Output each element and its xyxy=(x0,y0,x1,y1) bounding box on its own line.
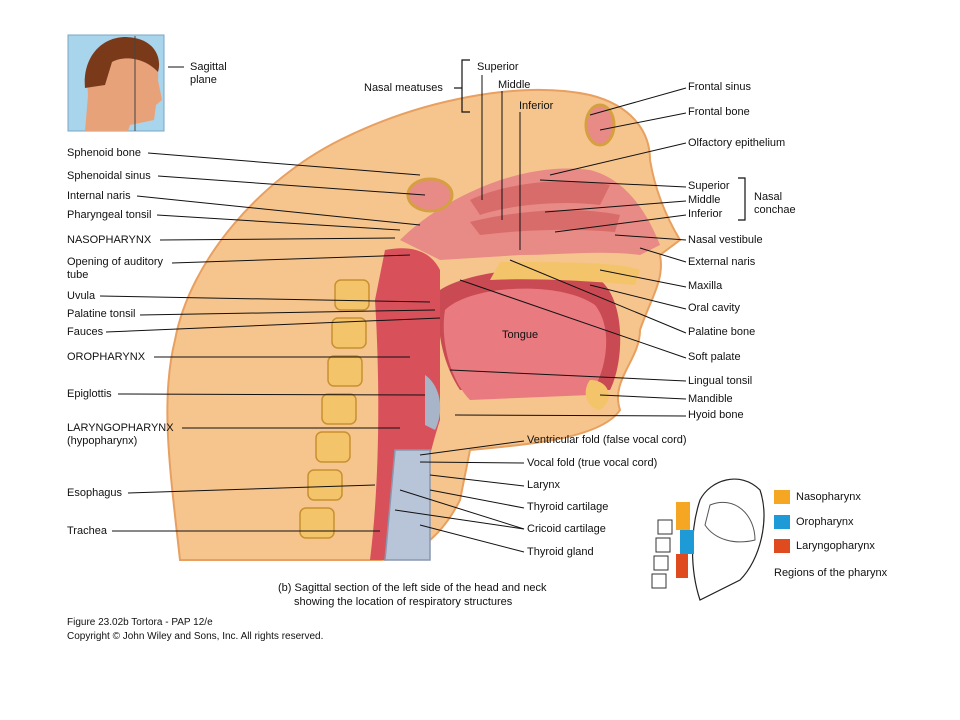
leader-lines xyxy=(99,66,687,553)
legend-title: Regions of the pharynx xyxy=(774,567,888,579)
label-superior-meatus: Superior xyxy=(477,61,519,73)
label-nasopharynx: NASOPHARYNX xyxy=(67,234,152,246)
copyright-notice: Copyright © John Wiley and Sons, Inc. Al… xyxy=(67,631,324,642)
sphenoidal-sinus xyxy=(406,177,454,213)
label-internal-naris: Internal naris xyxy=(67,190,131,202)
label-nasal-conchae-2: conchae xyxy=(754,204,796,216)
label-ventricular-fold: Ventricular fold (false vocal cord) xyxy=(527,434,687,446)
label-lingual-tonsil: Lingual tonsil xyxy=(688,375,753,387)
label-middle-meatus: Middle xyxy=(498,79,531,91)
label-inferior-concha: Inferior xyxy=(688,208,723,220)
trachea xyxy=(384,449,431,561)
figure-caption-line2: showing the location of respiratory stru… xyxy=(294,596,513,608)
label-nasal-vestibule: Nasal vestibule xyxy=(688,234,763,246)
label-opening-auditory-1: Opening of auditory xyxy=(67,256,164,268)
label-laryngopharynx-2: (hypopharynx) xyxy=(67,435,138,447)
label-epiglottis: Epiglottis xyxy=(67,388,112,400)
sagittal-portrait xyxy=(67,34,165,132)
label-esophagus: Esophagus xyxy=(67,487,123,499)
label-superior-concha: Superior xyxy=(688,180,730,192)
label-inferior-meatus: Inferior xyxy=(519,100,554,112)
frontal-sinus xyxy=(584,103,616,147)
label-sagittal-2: plane xyxy=(190,74,217,86)
label-vocal-fold: Vocal fold (true vocal cord) xyxy=(527,457,658,469)
label-frontal-bone: Frontal bone xyxy=(688,106,750,118)
label-palatine-bone: Palatine bone xyxy=(688,326,756,338)
conchae xyxy=(470,180,610,215)
label-oral-cavity: Oral cavity xyxy=(688,302,740,314)
legend-label-nasopharynx: Nasopharynx xyxy=(796,491,861,503)
label-olfactory-epithelium: Olfactory epithelium xyxy=(688,137,786,149)
brackets xyxy=(454,59,746,221)
label-maxilla: Maxilla xyxy=(688,280,723,292)
pharynx-regions-inset xyxy=(651,478,765,601)
label-uvula: Uvula xyxy=(67,290,96,302)
label-soft-palate: Soft palate xyxy=(688,351,741,363)
mandible-shape xyxy=(585,380,609,410)
legend-swatch-oropharynx xyxy=(774,515,790,529)
label-tongue: Tongue xyxy=(502,329,539,341)
label-frontal-sinus: Frontal sinus xyxy=(688,81,751,93)
vertebral-column xyxy=(299,279,370,539)
label-nasal-conchae-1: Nasal xyxy=(754,191,783,203)
legend-swatch-laryngopharynx xyxy=(774,539,790,553)
label-hyoid-bone: Hyoid bone xyxy=(688,409,744,421)
label-larynx: Larynx xyxy=(527,479,561,491)
legend-label-laryngopharynx: Laryngopharynx xyxy=(796,540,875,552)
label-thyroid-gland: Thyroid gland xyxy=(527,546,594,558)
tongue-shape xyxy=(443,288,607,400)
figure-caption-line1: (b) Sagittal section of the left side of… xyxy=(278,582,547,594)
label-thyroid-cartilage: Thyroid cartilage xyxy=(527,501,609,513)
legend-label-oropharynx: Oropharynx xyxy=(796,516,854,528)
label-sphenoid-bone: Sphenoid bone xyxy=(67,147,142,159)
label-cricoid-cartilage: Cricoid cartilage xyxy=(527,523,606,535)
label-oropharynx: OROPHARYNX xyxy=(67,351,146,363)
label-external-naris: External naris xyxy=(688,256,756,268)
label-pharyngeal-tonsil: Pharyngeal tonsil xyxy=(67,209,152,221)
label-sphenoidal-sinus: Sphenoidal sinus xyxy=(67,170,151,182)
legend-swatch-nasopharynx xyxy=(774,490,790,504)
figure-credit: Figure 23.02b Tortora - PAP 12/e xyxy=(67,617,213,628)
label-mandible: Mandible xyxy=(688,393,733,405)
label-opening-auditory-2: tube xyxy=(67,269,89,281)
label-palatine-tonsil: Palatine tonsil xyxy=(67,308,136,320)
epiglottis-shape xyxy=(425,375,441,430)
label-nasal-meatuses: Nasal meatuses xyxy=(364,82,443,94)
label-middle-concha: Middle xyxy=(688,194,721,206)
label-fauces: Fauces xyxy=(67,326,104,338)
label-laryngopharynx-1: LARYNGOPHARYNX xyxy=(67,422,174,434)
label-trachea: Trachea xyxy=(67,525,107,537)
label-sagittal-1: Sagittal xyxy=(190,61,227,73)
